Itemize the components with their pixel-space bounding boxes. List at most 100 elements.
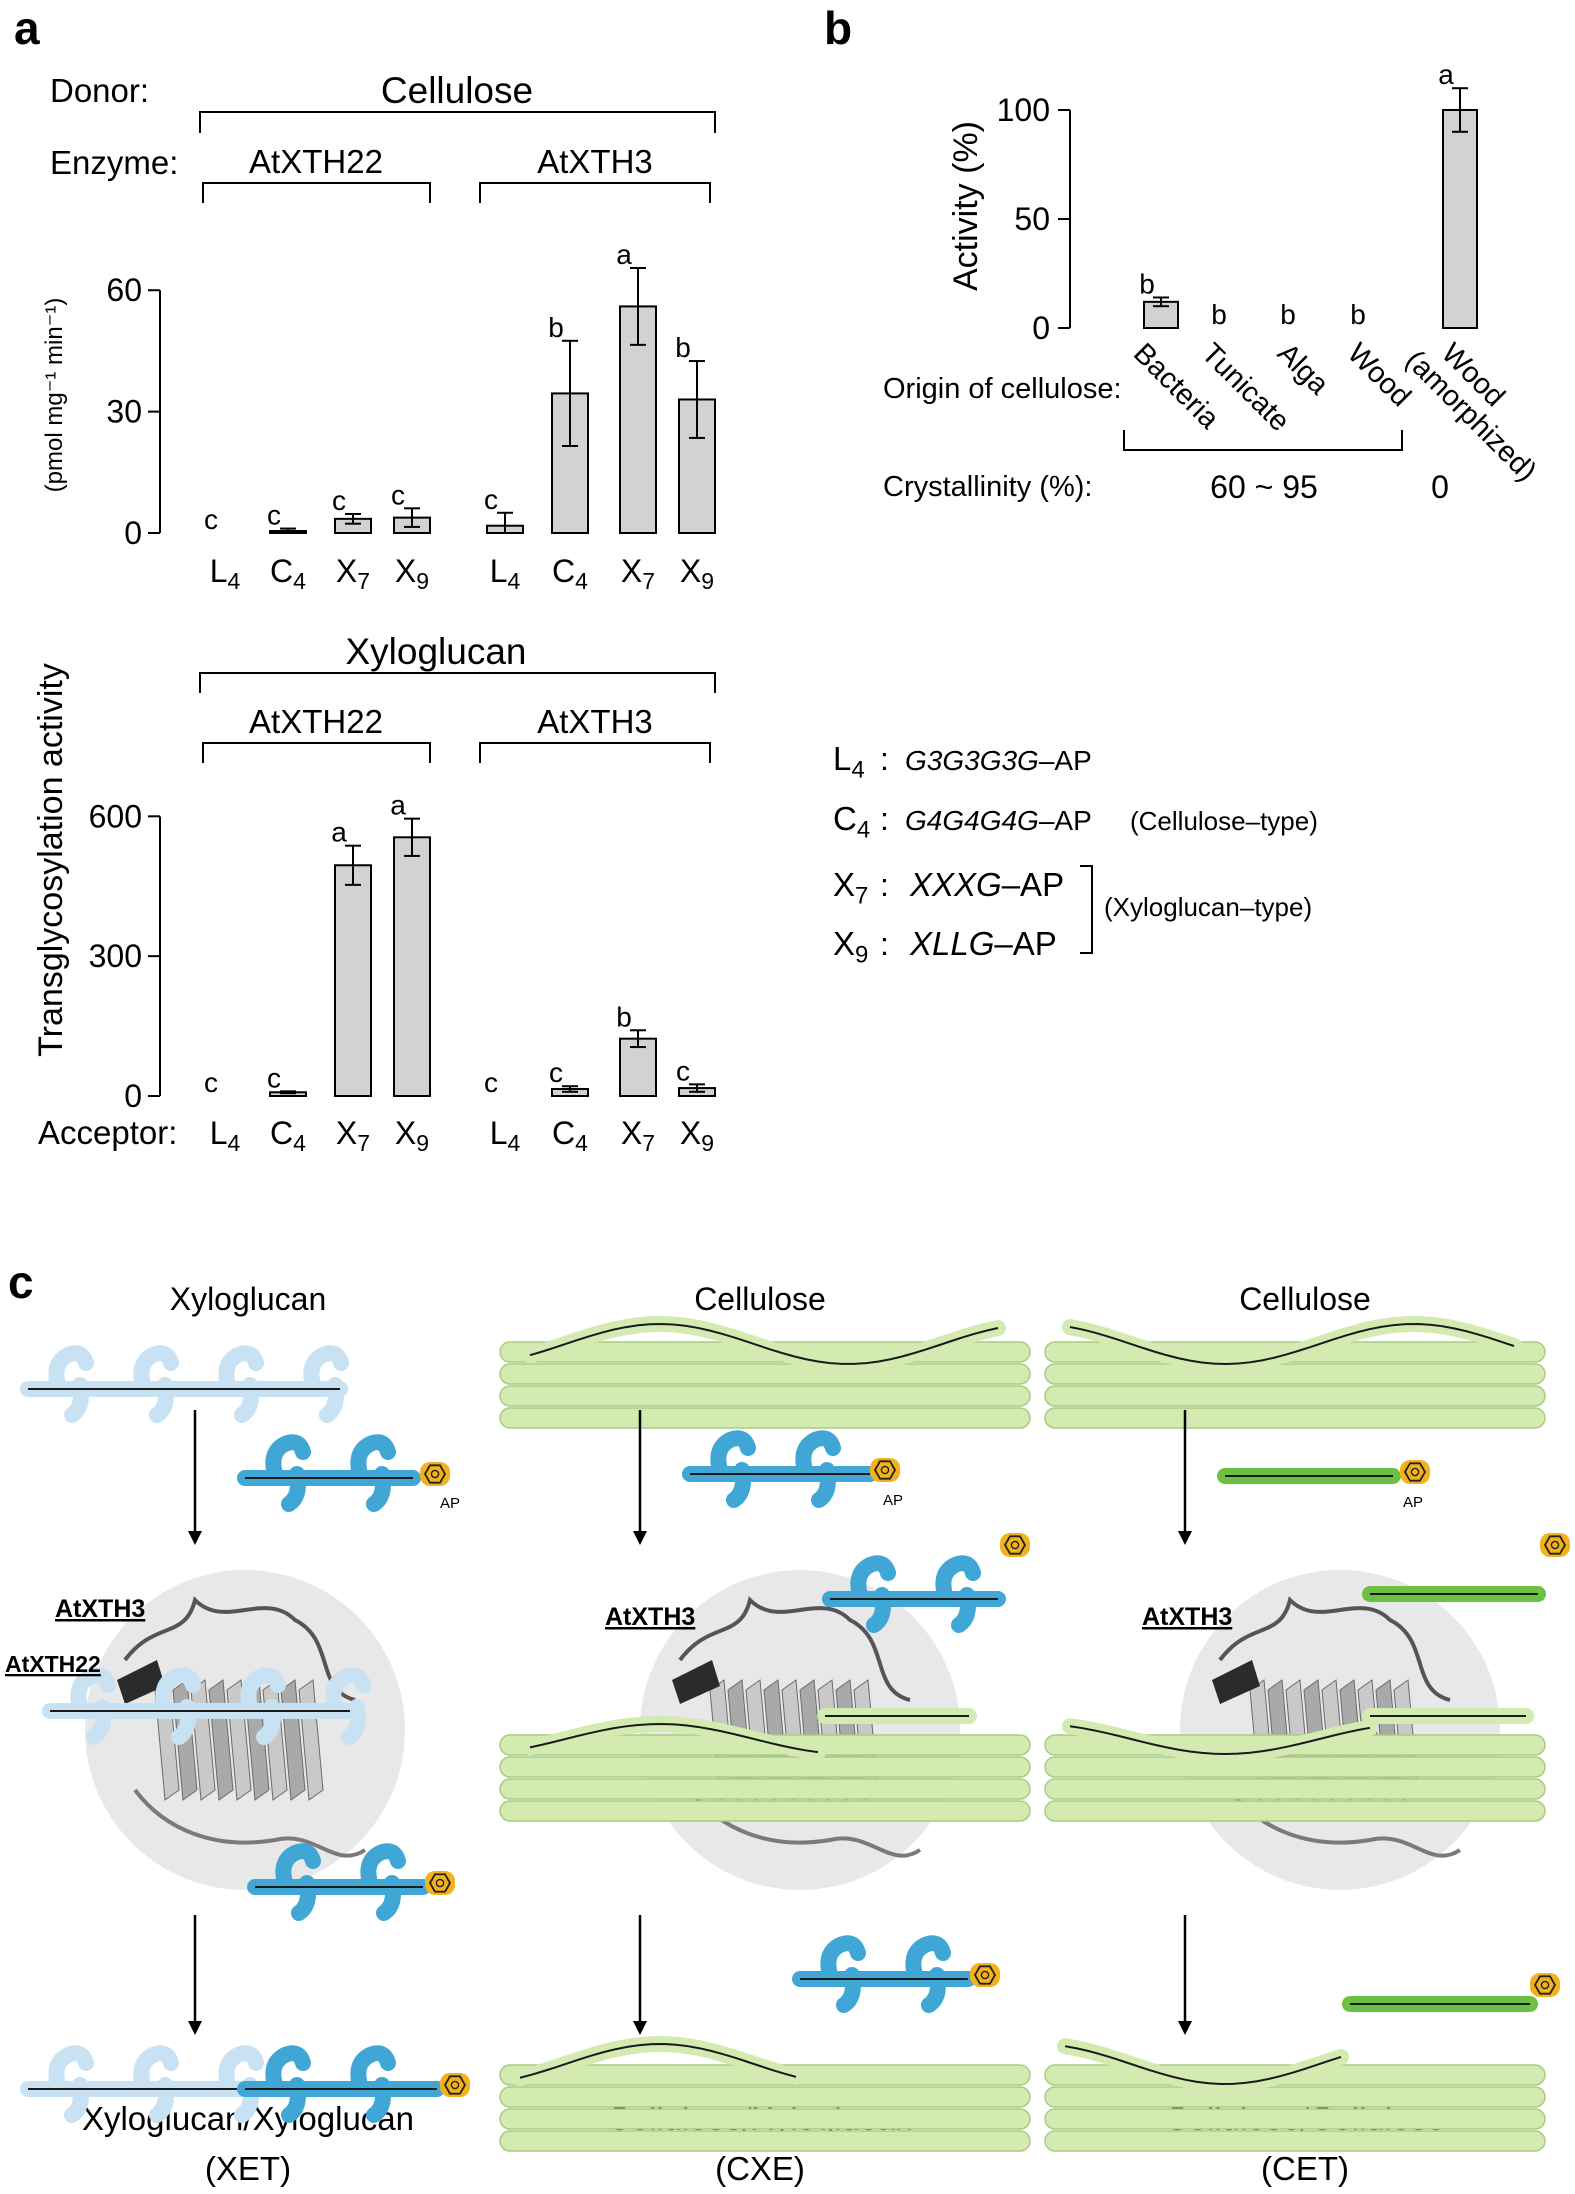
donor-title-c: Cellulose [694,1281,826,1317]
xylosyl-branch [155,1667,201,1715]
xylosyl-branch [795,1430,841,1478]
x-tick-label: X7 [336,1115,370,1156]
x-tick-label: X7 [621,1115,655,1156]
arrowhead [1178,1531,1192,1545]
cellulose-microfibril [499,1778,1031,1800]
y-tick-label: 60 [106,272,142,308]
legend-colon: : [880,801,889,837]
protein-loop [123,1596,356,1702]
significance-letter: a [616,239,632,270]
y-tick-label: 600 [89,798,142,834]
enzyme-label: AtXTH3 [1142,1603,1232,1631]
xylosyl-branch [350,1434,396,1482]
donor-title-c: Xyloglucan [170,1281,327,1317]
x-tick-label: X7 [336,553,370,594]
legend-bracket-note: (Xyloglucan–type) [1104,892,1312,922]
cellulose-microfibril [1044,1756,1546,1778]
xylosyl-branch [850,1555,896,1603]
donor-title-bottom: Xyloglucan [345,631,526,672]
product-abbr: (CET) [1261,2150,1349,2187]
significance-letter: b [1350,299,1366,330]
enzyme-title-bottom-1: AtXTH22 [249,703,383,740]
xylosyl-branch [325,1667,371,1715]
significance-letter: c [391,479,405,510]
bar [393,836,431,1097]
donor-label: Donor: [50,72,149,109]
xylosyl-branch [70,1667,116,1715]
significance-letter: c [484,1067,498,1098]
xylosyl-branch [133,2045,179,2093]
protein-loop [678,1596,911,1702]
x-tick-label: C4 [552,553,588,594]
significance-letter: c [204,1067,218,1098]
y-tick-label: 100 [997,92,1050,128]
ap-label: AP [440,1495,460,1512]
xylosyl-branch [360,1843,406,1891]
cellulose-microfibril [1044,1778,1546,1800]
panel-letter-c: c [8,1256,34,1308]
y-tick-label: 300 [89,938,142,974]
panel-letter-b: b [824,2,852,54]
significance-letter: a [1438,59,1454,90]
helix [672,1660,720,1704]
product-abbr: (CXE) [715,2150,805,2187]
helix [117,1660,165,1704]
legend-symbol: C4 [833,800,870,843]
legend-formula: XLLG–AP [909,925,1057,962]
significance-letter: b [1280,299,1296,330]
x-tick-label: Alga [1271,337,1335,401]
y-axis-label-b: Activity (%) [947,121,985,291]
x-tick-label: X7 [621,553,655,594]
ap-label: AP [883,1492,903,1509]
legend-colon: : [880,741,889,777]
crystallinity-value-amorphized: 0 [1431,469,1449,505]
y-tick-label: 30 [106,394,142,430]
significance-letter: c [549,1057,563,1088]
significance-letter: c [484,484,498,515]
x-tick-label: C4 [552,1115,588,1156]
cellulose-microfibril [1044,1385,1546,1407]
xylosyl-branch [48,2045,94,2093]
enzyme-bracket-bottom-1 [202,742,431,763]
enzyme-bracket-bottom-2 [479,742,711,763]
enzyme-title-top-1: AtXTH22 [249,143,383,180]
enzyme-label: AtXTH3 [605,1603,695,1631]
significance-letter: a [390,790,406,821]
y-tick-label: 0 [1032,310,1050,346]
origin-label: Origin of cellulose: [883,373,1122,405]
arrowhead [1178,2021,1192,2035]
enzyme-label: AtXTH3 [55,1595,145,1623]
panel-letter-a: a [14,2,40,54]
legend-formula: XXXG–AP [909,866,1064,903]
arrowhead [188,2021,202,2035]
legend-symbol: X9 [833,925,868,968]
enzyme-bracket-top-2 [479,182,711,203]
cellulose-microfibril [499,2108,1031,2130]
donor-title-top: Cellulose [381,70,533,111]
cellulose-microfibril [1044,2086,1546,2108]
x-tick-label: L4 [490,1115,521,1156]
glucan-backbone [1069,1725,1371,1755]
enzyme-label: AtXTH22 [5,1651,101,1677]
cellulose-microfibril [499,1800,1031,1822]
arrowhead [633,2021,647,2035]
glucan-backbone [529,1723,819,1754]
xylosyl-branch [350,2045,396,2093]
cellulose-microfibril [1044,1800,1546,1822]
bar [1442,109,1478,329]
significance-letter: b [616,1001,632,1032]
xylosyl-branch [303,1345,349,1393]
protein-loop [1218,1596,1451,1702]
xylosyl-branch [710,1430,756,1478]
enzyme-title-bottom-2: AtXTH3 [537,703,653,740]
bar [334,864,372,1097]
significance-letter: c [676,1055,690,1086]
x-tick-label: C4 [270,1115,306,1156]
significance-letter: b [1211,299,1227,330]
y-axis-unit-a: (pmol mg⁻¹ min⁻¹) [41,298,68,493]
glucan-backbone [1069,1323,1515,1365]
glucan-backbone [519,2043,797,2079]
significance-letter: b [1139,268,1155,299]
significance-letter: a [331,817,347,848]
bar [619,1037,657,1098]
